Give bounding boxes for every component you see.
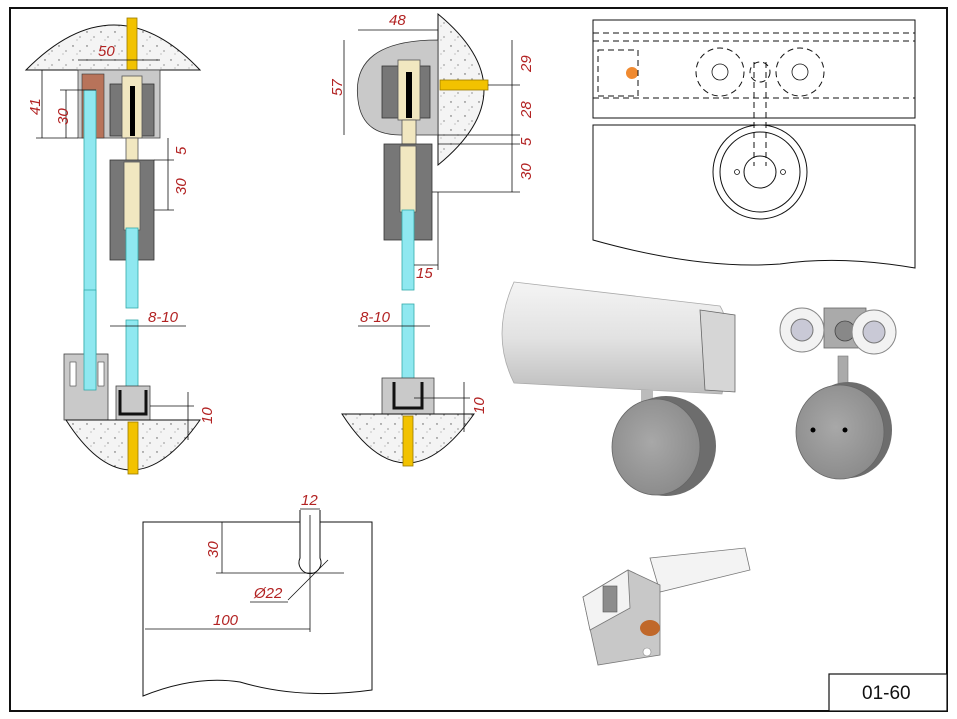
3d-stopper-pin xyxy=(602,585,618,613)
end-stopper-outline xyxy=(597,49,639,97)
anchor-bolt xyxy=(126,17,138,71)
concrete-ceiling xyxy=(24,24,202,71)
glass-cutout-detail: 12 30 Ø22 100 xyxy=(142,492,373,697)
wall-mount-section: 48 57 29 28 5 30 15 xyxy=(329,12,535,291)
wall-clamp-insert xyxy=(399,145,417,213)
drawing-code: 01-60 xyxy=(862,683,911,704)
dim-hole-depth: 30 xyxy=(205,541,222,558)
3d-profile-with-roller xyxy=(501,281,736,496)
stopper-accent-dot xyxy=(626,67,638,79)
dim-wall-lower: 28 xyxy=(518,101,535,119)
dim-wall-upper: 29 xyxy=(518,55,535,73)
connecting-bolt xyxy=(125,137,139,163)
wall-connecting-bolt xyxy=(401,119,417,145)
axle-core xyxy=(130,86,135,136)
floor-guide-right: 8-10 10 xyxy=(341,303,488,467)
panel-front xyxy=(592,124,916,269)
clamp-insert xyxy=(123,161,141,231)
dim-ceiling-gap: 5 xyxy=(173,146,190,155)
3d-end-stopper xyxy=(582,547,751,666)
dim-ceiling-profile-height: 30 xyxy=(55,108,72,125)
wall-axle-core xyxy=(406,72,412,118)
front-clamp-disc-inner xyxy=(719,131,801,213)
title-block-box xyxy=(828,673,948,712)
dim-ceiling-width: 50 xyxy=(98,43,115,60)
floor-anchor-right xyxy=(402,415,414,467)
3d-stopper-arm xyxy=(649,547,751,593)
front-view-rail xyxy=(592,19,916,269)
front-roller-right xyxy=(775,47,825,97)
wall-glass-panel-top xyxy=(401,209,415,291)
3d-clamp-disc-right xyxy=(795,384,885,480)
wall-anchor-bolt xyxy=(439,79,489,91)
dim-ceiling-clamp-height: 30 xyxy=(173,178,190,195)
front-roller-left xyxy=(695,47,745,97)
dim-floor-right-glass: 8-10 xyxy=(360,309,391,326)
floor-anchor-left xyxy=(127,421,139,475)
3d-rail-tube xyxy=(501,281,729,395)
dim-wall-total-height: 57 xyxy=(329,79,346,96)
3d-stopper-accent xyxy=(640,620,660,636)
sheet-border xyxy=(9,7,948,712)
glass-panel-fixed-bottom xyxy=(83,289,97,391)
ceiling-mount-section: 50 41 30 5 30 xyxy=(24,17,202,361)
3d-double-roller-carriage xyxy=(779,307,897,480)
3d-clamp-disc-left xyxy=(611,398,701,496)
dim-floor-left-glass: 8-10 xyxy=(148,309,179,326)
dim-wall-clamp-height: 30 xyxy=(518,163,535,180)
dim-ceiling-total-height: 41 xyxy=(27,98,44,115)
glass-sheet-outline xyxy=(142,521,373,697)
dim-edge-distance: 100 xyxy=(213,612,239,629)
dim-hole-diameter: Ø22 xyxy=(253,585,283,602)
front-clamp-disc-outer xyxy=(712,124,808,220)
dim-wall-gap: 5 xyxy=(518,137,535,146)
floor-guide-left: 8-10 10 xyxy=(63,289,216,475)
dim-floor-right-depth: 10 xyxy=(471,397,488,414)
dim-slot-width: 12 xyxy=(301,492,318,509)
dim-wall-offset: 15 xyxy=(416,265,433,282)
3d-rail-end xyxy=(699,309,736,393)
glass-panel-sliding-top xyxy=(125,227,139,309)
title-block: 01-60 xyxy=(828,673,948,712)
dim-floor-left-depth: 10 xyxy=(199,407,216,424)
dim-wall-width: 48 xyxy=(389,12,406,29)
